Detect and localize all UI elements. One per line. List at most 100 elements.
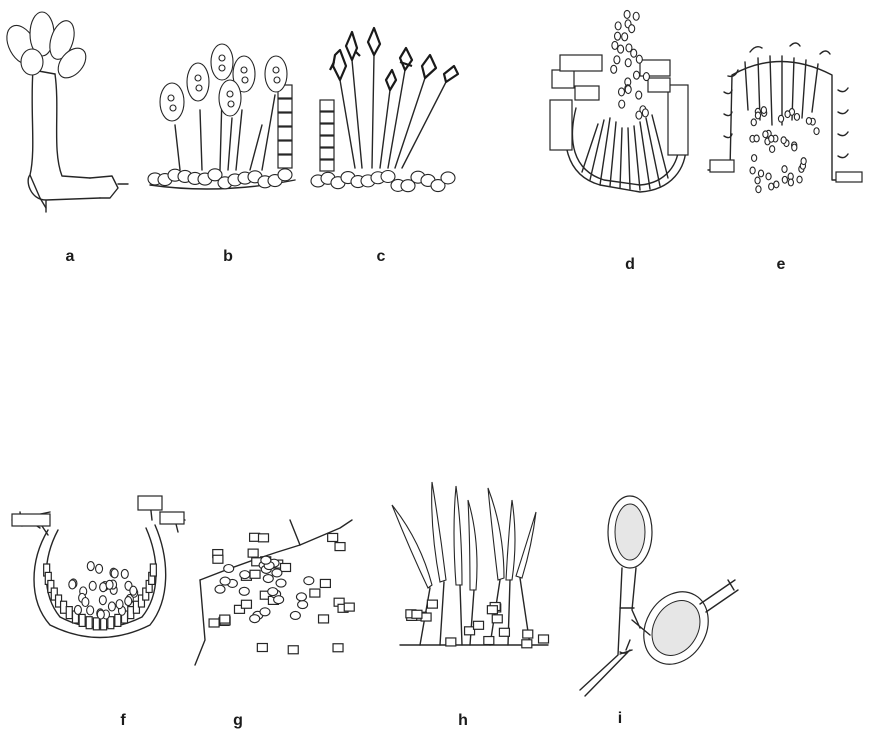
h-cell <box>421 613 431 621</box>
g-spore <box>239 587 249 595</box>
e-spore <box>778 115 783 122</box>
f-spore <box>96 564 103 573</box>
g-cell <box>319 615 329 623</box>
g-cell <box>213 555 223 563</box>
f-spore <box>97 610 104 619</box>
e-spore <box>782 166 787 173</box>
g-spore <box>263 575 273 583</box>
g-cell <box>328 533 338 541</box>
e-spore <box>758 170 763 177</box>
f-spore <box>87 606 94 615</box>
b-cell <box>278 127 292 140</box>
g-spore <box>296 593 306 601</box>
c-cell <box>320 148 334 159</box>
f-spore <box>99 596 106 605</box>
d-spore <box>631 49 637 57</box>
d-spore <box>643 73 649 81</box>
d-spore <box>622 33 628 41</box>
panel-label-h: h <box>458 712 468 729</box>
e-spore <box>761 107 766 114</box>
e-spore <box>755 177 760 184</box>
g-cell <box>259 534 269 542</box>
c-cell <box>320 112 334 123</box>
g-cell <box>288 646 298 654</box>
panel-a-drawing <box>1 12 128 212</box>
e-spore <box>801 158 806 165</box>
d-spore <box>636 55 642 63</box>
g-spore <box>260 608 270 616</box>
h-cell <box>522 640 532 648</box>
panel-label-b: b <box>223 248 233 265</box>
g-cell <box>248 549 258 557</box>
h-cell <box>474 621 484 629</box>
d-spore <box>629 25 635 33</box>
f-spore <box>87 562 94 571</box>
f-spore <box>74 605 81 614</box>
g-cell <box>344 603 354 611</box>
f-cell <box>66 607 72 619</box>
e-spore <box>754 135 759 142</box>
e-spore <box>797 176 802 183</box>
g-spore <box>250 615 260 623</box>
f-spore <box>106 580 113 589</box>
e-spore <box>750 167 755 174</box>
e-spore <box>792 144 797 151</box>
d-spore <box>642 109 648 117</box>
b-cell <box>278 113 292 126</box>
e-spore <box>788 179 793 186</box>
g-spore <box>268 588 278 596</box>
g-spore <box>304 577 314 585</box>
panel-label-f: f <box>120 712 126 729</box>
h-cell <box>523 630 533 638</box>
d-spore <box>625 59 631 67</box>
e-spore <box>770 146 775 153</box>
d-spore <box>634 71 640 79</box>
panel-d-drawing <box>550 10 688 192</box>
f-cell <box>79 614 85 626</box>
d-spore <box>612 41 618 49</box>
e-spore <box>769 183 774 190</box>
panel-label-c: c <box>377 248 386 265</box>
panel-h-drawing <box>392 482 549 648</box>
d-spore <box>619 88 625 96</box>
e-spore <box>774 181 779 188</box>
b-cell <box>278 141 292 154</box>
g-cell <box>310 589 320 597</box>
h-cell <box>484 637 494 645</box>
g-spore <box>240 571 250 579</box>
h-cell <box>499 628 509 636</box>
d-spore <box>615 22 621 30</box>
f-spore <box>111 569 118 578</box>
e-spore <box>781 137 786 144</box>
f-spore <box>69 580 76 589</box>
f-spore <box>82 597 89 606</box>
e-spore <box>794 114 799 121</box>
f-cell <box>108 617 114 629</box>
e-spore <box>763 131 768 138</box>
h-cell <box>427 600 437 608</box>
b-cell <box>278 155 292 168</box>
g-spore <box>220 577 230 585</box>
panel-g-drawing <box>195 520 354 665</box>
panel-label-a: a <box>66 248 75 265</box>
g-spore <box>290 611 300 619</box>
d-spore <box>615 32 621 40</box>
panel-c-drawing <box>311 28 458 192</box>
h-cell <box>412 610 422 618</box>
d-spore <box>625 86 631 94</box>
g-spore <box>261 556 271 564</box>
g-cell <box>257 644 267 652</box>
panel-e-drawing <box>708 43 862 193</box>
f-spore <box>130 586 137 595</box>
d-spore <box>624 10 630 18</box>
c-spore <box>441 172 455 184</box>
c-cell <box>320 136 334 147</box>
h-cell <box>487 606 497 614</box>
c-cell <box>320 160 334 171</box>
e-spore <box>752 155 757 162</box>
panel-label-e: e <box>777 256 786 273</box>
e-spore <box>769 135 774 142</box>
d-spore <box>619 100 625 108</box>
panel-i-drawing <box>580 496 738 696</box>
